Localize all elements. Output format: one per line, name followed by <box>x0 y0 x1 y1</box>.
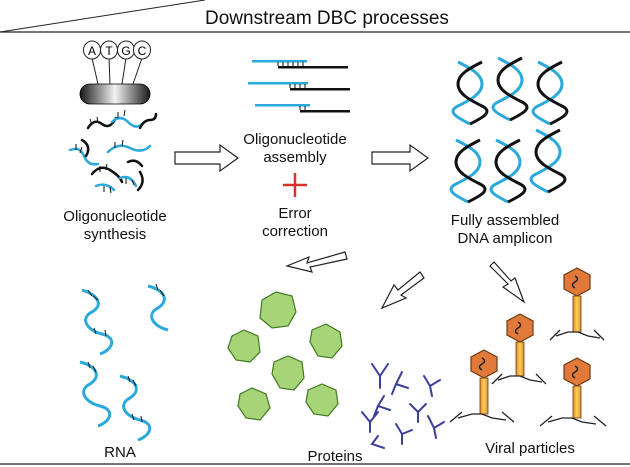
oligo-rungs <box>75 109 135 194</box>
base-tag-c <box>133 40 151 60</box>
base-a-label: A <box>88 44 96 58</box>
amplicon-label-line2: DNA amplicon <box>457 230 553 247</box>
synthesis-bead-icon <box>79 57 151 105</box>
assembly-label: Oligonucleotide assembly <box>225 131 365 167</box>
antibodies-icon <box>361 363 445 449</box>
amplicon-label-line1: Fully assembled <box>450 212 560 229</box>
assembly-duplexes-icon <box>248 60 350 113</box>
dna-amplicon-helices-icon <box>449 56 569 204</box>
header-frame <box>0 0 630 33</box>
diagram-title: Downstream DBC processes <box>205 8 449 29</box>
rna-strands-icon <box>79 284 169 442</box>
assembly-label-line2: assembly <box>263 149 327 166</box>
base-t-label: T <box>105 44 113 58</box>
synthesis-label-line1: Oligonucleotide <box>63 208 167 225</box>
arrow-assembly-to-amplicon <box>371 143 430 173</box>
arrow-synthesis-to-assembly <box>174 143 240 173</box>
rna-bases <box>87 283 165 423</box>
rna-label: RNA <box>104 444 136 461</box>
protein-barrels-icon <box>227 291 343 421</box>
amplicon-label: Fully assembled DNA amplicon <box>425 212 585 248</box>
base-g-label: G <box>121 44 130 58</box>
assembly-label-line1: Oligonucleotide <box>243 131 347 148</box>
oligo-strands-icon <box>68 112 158 192</box>
arrow-to-proteins <box>380 271 425 310</box>
error-plus-icon <box>283 173 307 197</box>
bacteriophages-icon <box>449 267 607 427</box>
error-correction-label: Error correction <box>235 205 355 241</box>
synthesis-label-line2: synthesis <box>83 226 147 243</box>
error-correction-line2: correction <box>262 223 328 240</box>
error-correction-line1: Error <box>278 205 312 222</box>
arrow-to-rna <box>285 251 348 273</box>
proteins-label: Proteins <box>307 448 363 465</box>
arrow-to-viral <box>489 261 526 304</box>
viral-particles-label: Viral particles <box>485 440 575 457</box>
synthesis-label: Oligonucleotide synthesis <box>40 208 190 244</box>
base-c-label: C <box>138 44 147 58</box>
